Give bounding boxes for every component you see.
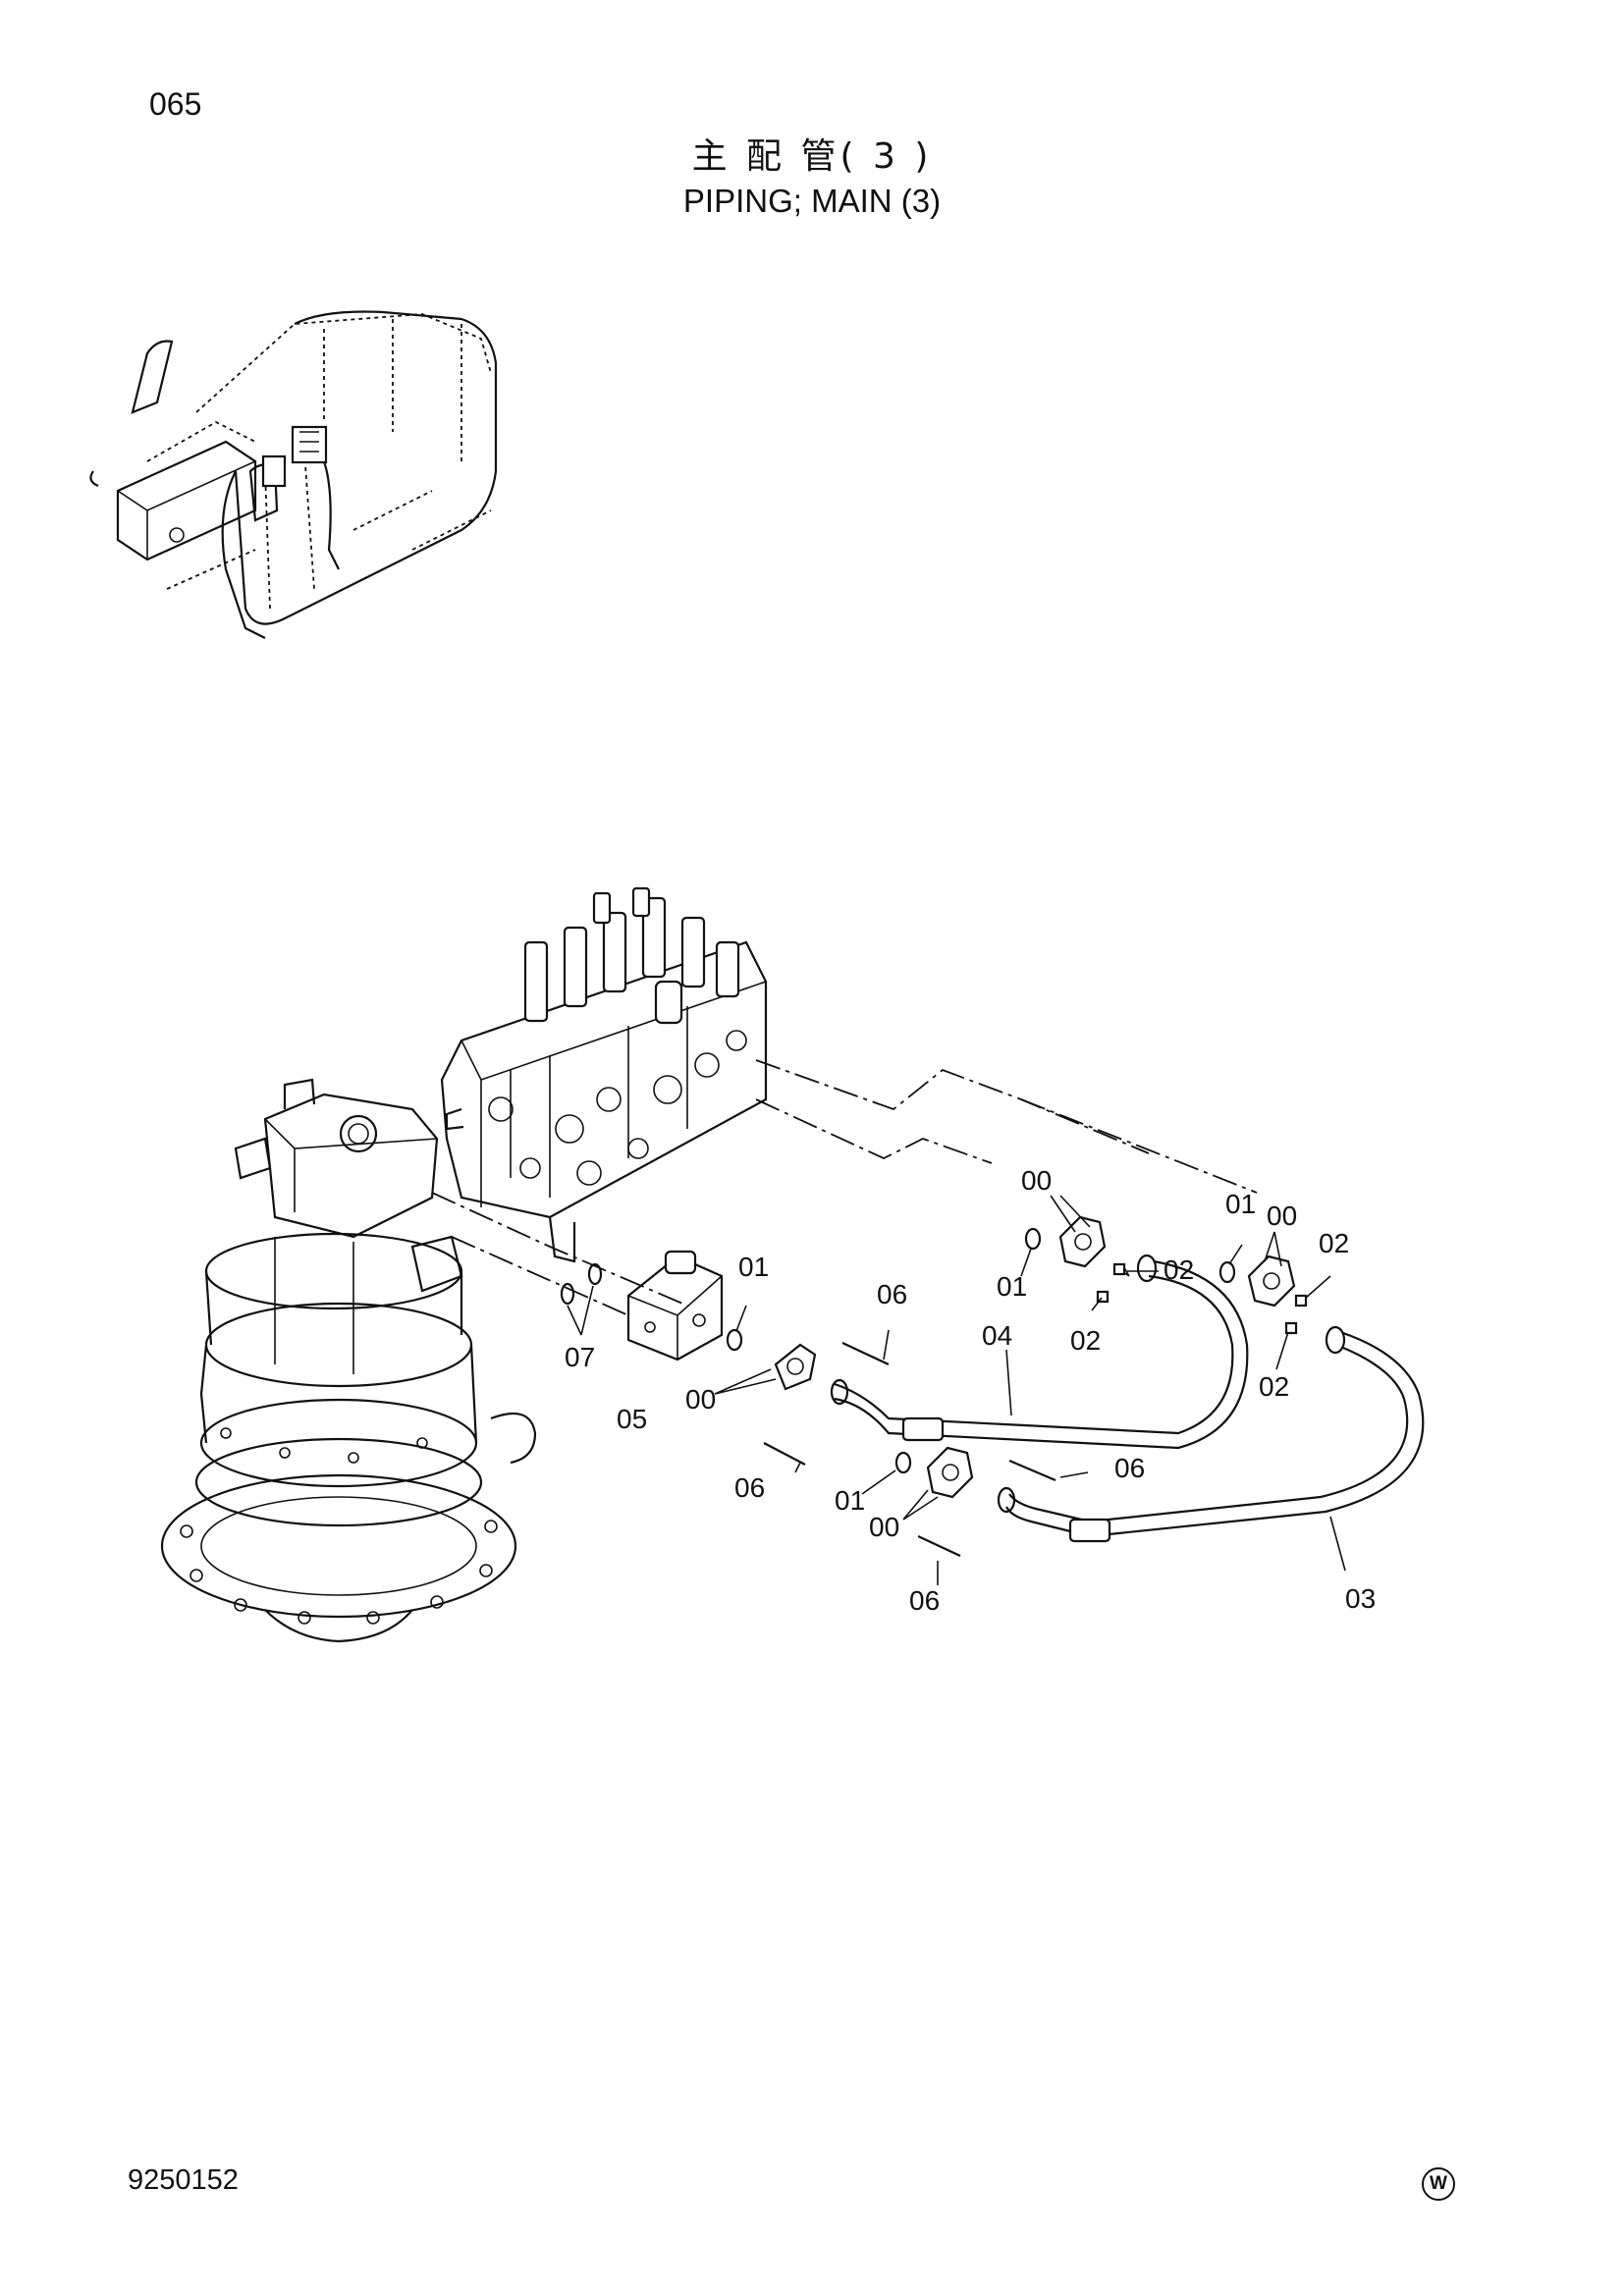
o-ring-07-b <box>587 1262 603 1286</box>
callout-06-b: 06 <box>734 1472 765 1503</box>
drawing-code: 9250152 <box>128 2164 239 2196</box>
callout-02-d: 02 <box>1259 1371 1289 1402</box>
callout-04: 04 <box>982 1320 1012 1351</box>
valve-block-05 <box>626 1250 724 1362</box>
callout-02-c: 02 <box>1070 1325 1101 1356</box>
swing-motor-assembly <box>160 1078 537 1643</box>
assembly-centerlines <box>431 1059 1258 1316</box>
callout-03: 03 <box>1345 1583 1376 1614</box>
bolt-06-c <box>1008 1459 1056 1482</box>
o-ring-01-lower <box>894 1451 912 1474</box>
flange-upper-left <box>1058 1215 1107 1268</box>
callout-07: 07 <box>565 1342 595 1372</box>
leader-lines <box>567 1195 1346 1585</box>
callout-00-d: 00 <box>869 1512 899 1542</box>
o-ring-01-block <box>726 1328 743 1352</box>
callout-06-a: 06 <box>877 1279 907 1309</box>
callout-02-b: 02 <box>1164 1255 1194 1285</box>
callout-02-a: 02 <box>1319 1228 1349 1258</box>
callout-01-c: 01 <box>738 1252 769 1282</box>
hose-03 <box>997 1325 1425 1543</box>
control-valve <box>440 886 768 1263</box>
o-ring-01-upper-right <box>1218 1260 1236 1284</box>
machine-overview-illustration <box>89 310 498 639</box>
callout-06-d: 06 <box>909 1585 940 1616</box>
page-number: 065 <box>149 86 202 122</box>
callout-01-e: 01 <box>835 1485 865 1516</box>
flange-upper-right <box>1247 1255 1296 1308</box>
bolt-06-a <box>841 1342 890 1365</box>
hose-04 <box>830 1254 1249 1450</box>
callout-00-b: 00 <box>1267 1201 1297 1231</box>
o-ring-07-a <box>560 1282 575 1306</box>
flange-lower-left <box>774 1343 817 1391</box>
page-title-japanese: 主 配 管( 3 ) <box>691 136 933 177</box>
o-ring-01-upper-left <box>1024 1227 1042 1251</box>
bolt-06-d <box>917 1535 961 1557</box>
callout-00-a: 00 <box>1021 1165 1052 1196</box>
callout-06-c: 06 <box>1114 1453 1145 1483</box>
flange-lower-right <box>926 1446 974 1499</box>
callout-01-a: 01 <box>1225 1189 1256 1219</box>
bolt-02-head-d <box>1284 1321 1298 1335</box>
callout-00-c: 00 <box>685 1384 716 1415</box>
page-title-english: PIPING; MAIN (3) <box>682 183 942 219</box>
publisher-mark: W <box>1422 2167 1455 2201</box>
bolt-06-b <box>763 1442 806 1466</box>
bolt-02-head-a <box>1112 1262 1126 1276</box>
bolt-02-head-b <box>1096 1290 1110 1304</box>
callout-05: 05 <box>617 1404 647 1434</box>
callout-01-b: 01 <box>997 1271 1027 1302</box>
bolt-02-head-c <box>1294 1294 1308 1308</box>
